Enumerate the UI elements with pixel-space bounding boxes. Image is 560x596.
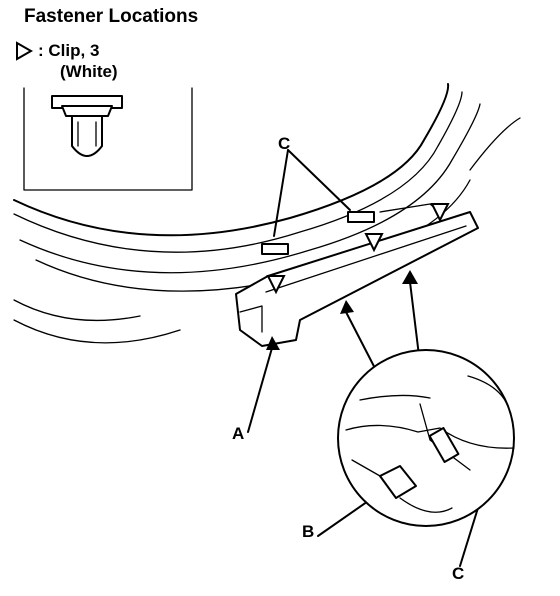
triangle-clip-icon [16, 41, 34, 61]
callout-a: A [232, 424, 245, 443]
callout-b: B [302, 522, 315, 541]
legend-color-label: (White) [60, 62, 118, 81]
detail-magnifier [337, 349, 515, 527]
clip-marker-2 [364, 233, 384, 253]
callout-c-bottom: C [452, 564, 465, 583]
tailgate-opening-outline [13, 83, 521, 344]
clip-markers [266, 203, 450, 295]
diagram-title: Fastener Locations [24, 6, 199, 27]
trim-panel-a [235, 203, 479, 347]
legend-clip-label: : Clip, 3 [38, 41, 100, 60]
callout-c-top: C [278, 134, 291, 153]
clip-marker-1 [266, 275, 286, 295]
clip-marker-3 [430, 203, 450, 223]
clip-detail-inset [23, 87, 193, 191]
legend: : Clip, 3 (White) [14, 40, 118, 82]
